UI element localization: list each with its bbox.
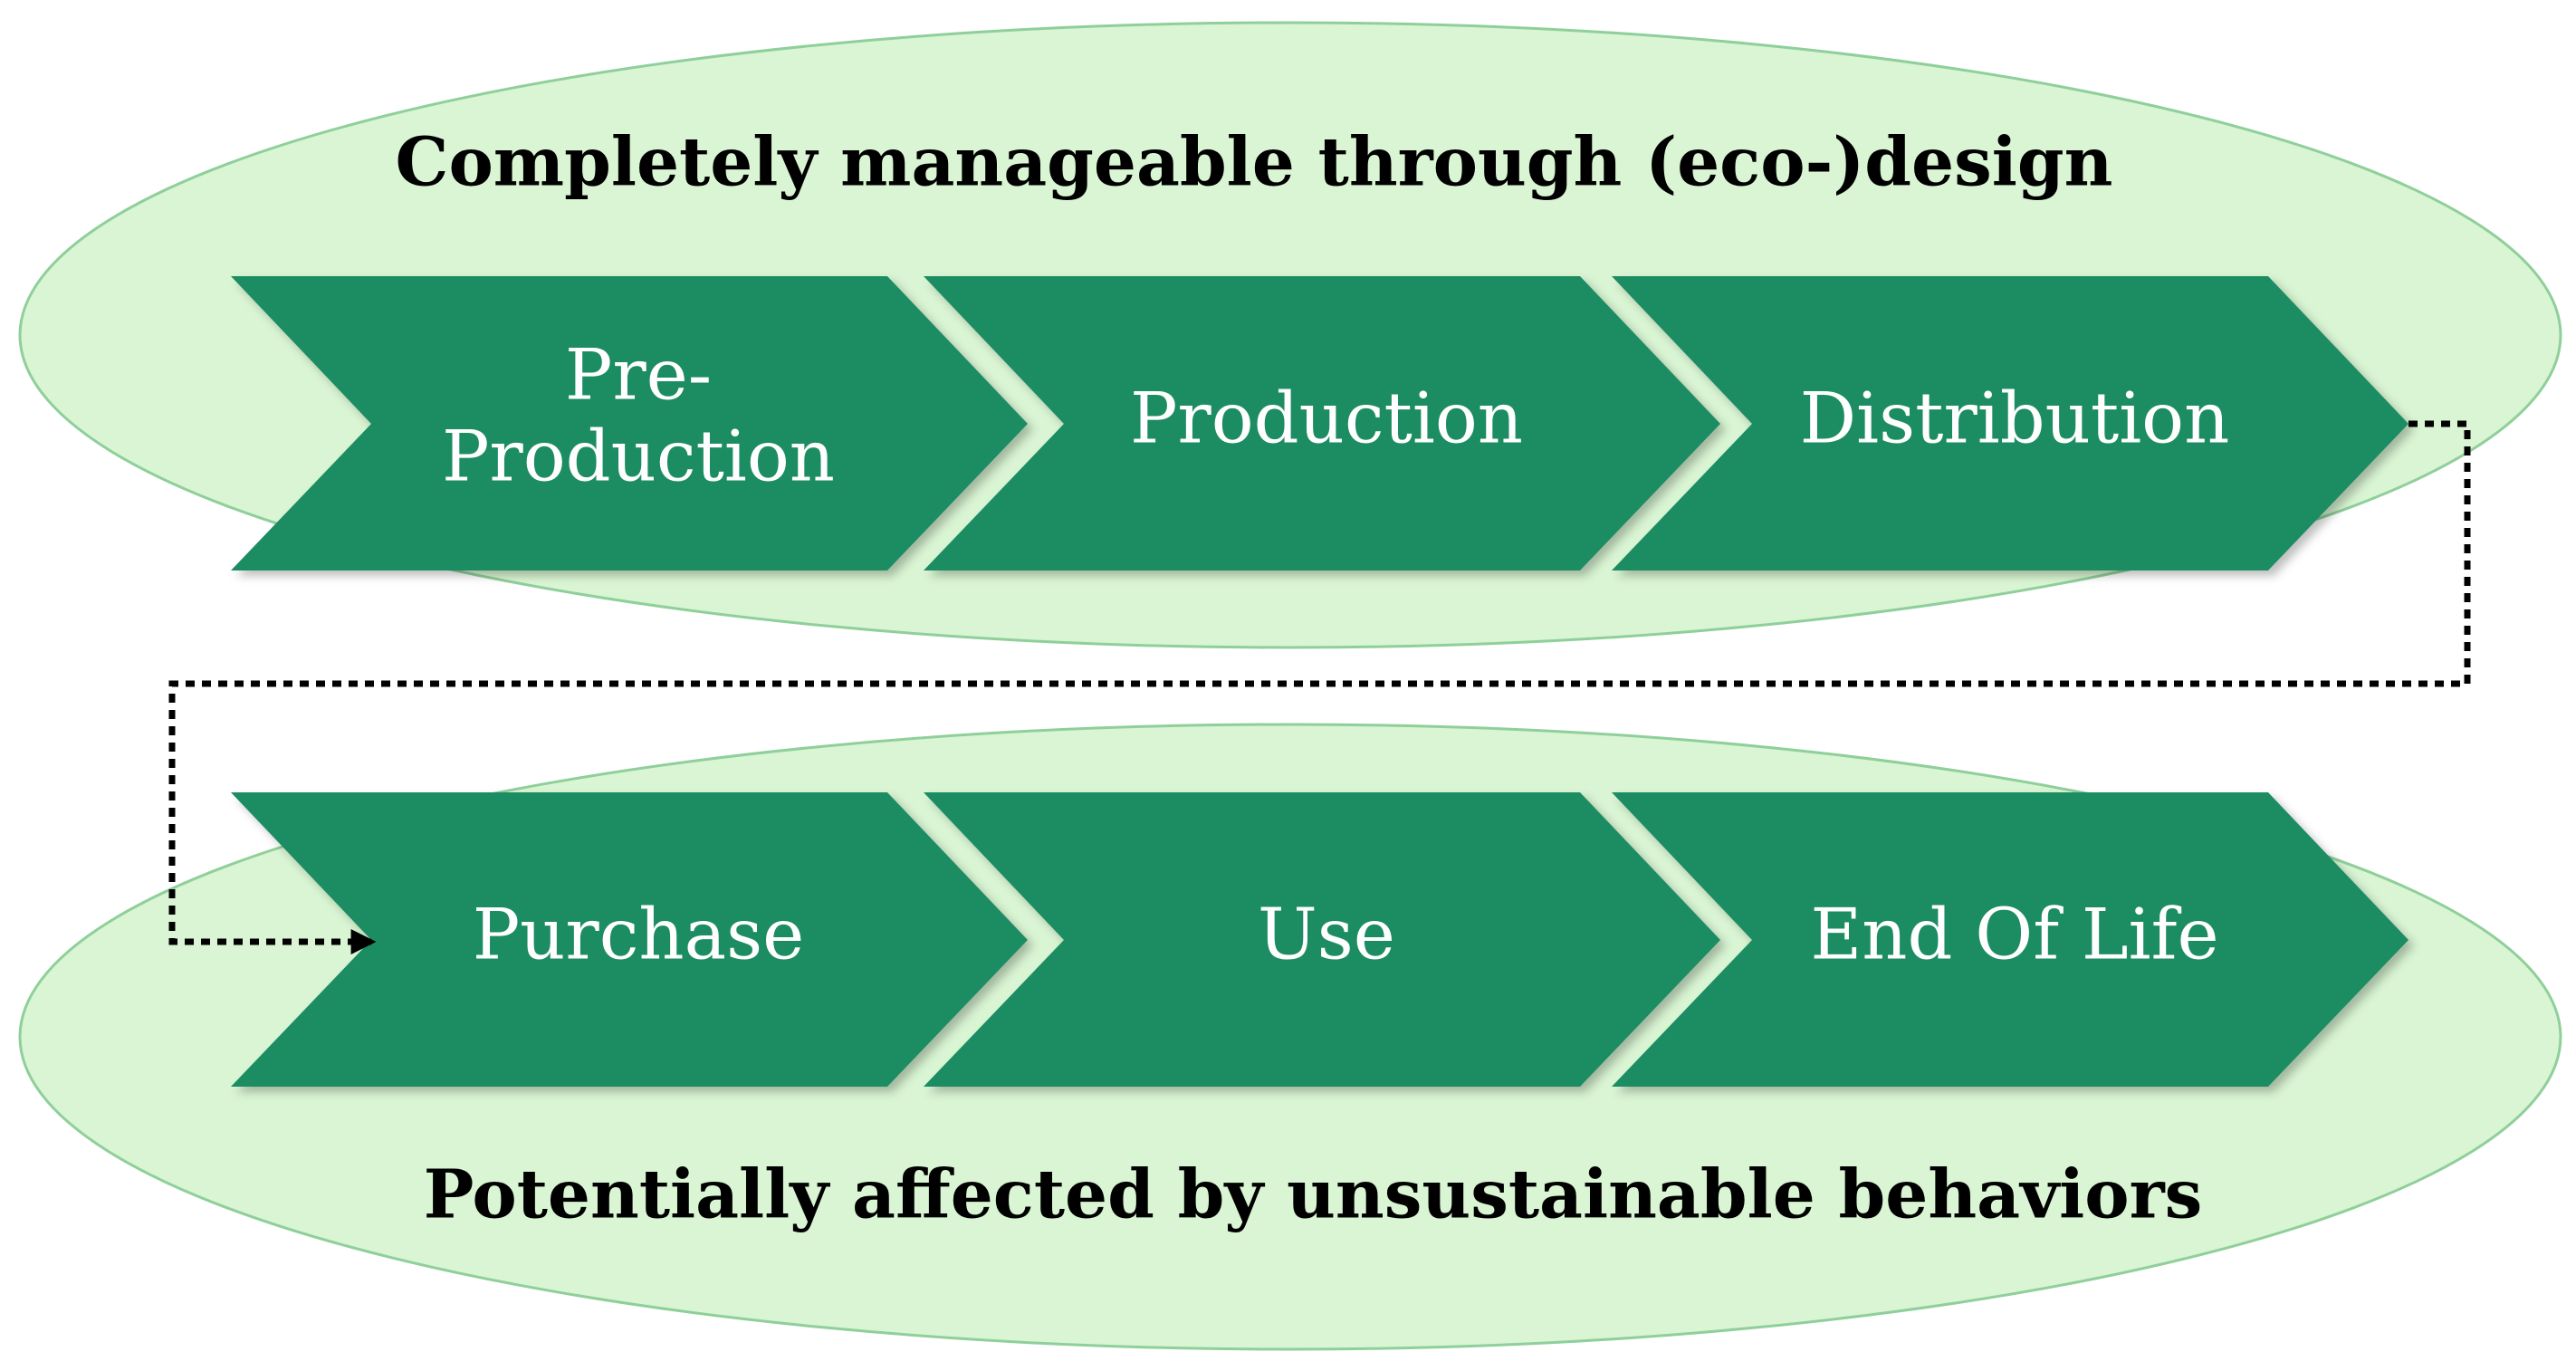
chevron-production [924,276,1720,570]
chevron-distribution [1612,276,2408,570]
chevron-use [924,792,1720,1087]
top-group-title: Completely manageable through (eco-)desi… [396,124,2113,202]
stage-use-label: Use [1258,895,1395,976]
bottom-group-title: Potentially affected by unsustainable be… [424,1156,2203,1234]
stage-distribution-label: Distribution [1800,379,2230,460]
chevron-end-of-life [1612,792,2408,1087]
stage-pre-production-label-line-1: Pre- [565,335,712,417]
stage-production-label: Production [1130,379,1523,460]
stage-distribution: Distribution [1612,276,2408,570]
stage-purchase-label: Purchase [473,895,805,976]
stage-use: Use [924,792,1720,1087]
stage-end-of-life-label: End Of Life [1810,895,2218,976]
stage-production: Production [924,276,1720,570]
stage-pre-production: Pre- Production [231,276,1028,570]
stage-end-of-life: End Of Life [1612,792,2408,1087]
chevron-purchase [231,792,1028,1087]
stage-purchase: Purchase [231,792,1028,1087]
connector-arrow [168,420,2471,954]
chevron-pre-production [231,276,1028,570]
stage-pre-production-label-line-2: Production [442,417,835,498]
